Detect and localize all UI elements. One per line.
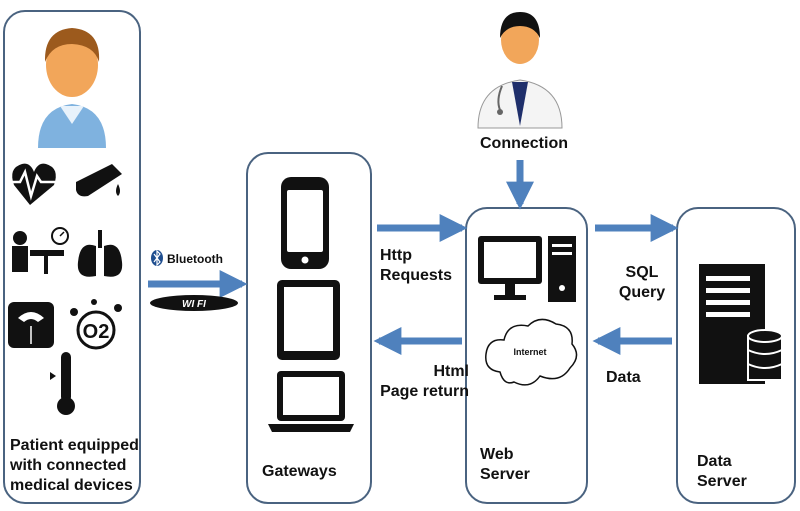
laptop-icon (268, 371, 354, 432)
data-label: Data (606, 369, 641, 386)
web-server-computer-icon (478, 236, 576, 302)
patient-caption: Patient equipped with connected medical … (10, 437, 139, 494)
doctor-icon (477, 12, 563, 129)
sql-query-label: SQL Query (618, 264, 666, 301)
gateways-caption: Gateways (262, 463, 337, 480)
heart-rate-icon (8, 163, 60, 205)
weight-scale-icon (8, 302, 54, 348)
data-server-caption: Data Server (697, 453, 747, 490)
bluetooth-label: Bluetooth (167, 252, 223, 266)
blood-drop-finger-icon (76, 164, 122, 197)
wifi-icon: WI FI (150, 295, 238, 311)
o2-label: O2 (83, 321, 110, 343)
internet-cloud-icon: Internet (485, 318, 578, 386)
tablet-icon (277, 280, 340, 360)
oxygen-icon: O2 (70, 299, 122, 350)
database-icon (747, 329, 783, 381)
smartphone-icon (281, 177, 329, 269)
thermometer-icon (50, 352, 75, 415)
bluetooth-icon (151, 249, 163, 267)
web-server-caption: Web Server (480, 446, 530, 483)
blood-pressure-icon (12, 227, 69, 274)
internet-label: Internet (513, 347, 546, 357)
html-return-label: Html Page return (380, 363, 469, 400)
lungs-icon (77, 230, 123, 277)
patient-avatar-icon (38, 28, 106, 148)
http-requests-label: Http Requests (380, 247, 453, 284)
connection-label: Connection (480, 135, 568, 152)
wifi-label: WI FI (182, 299, 206, 310)
